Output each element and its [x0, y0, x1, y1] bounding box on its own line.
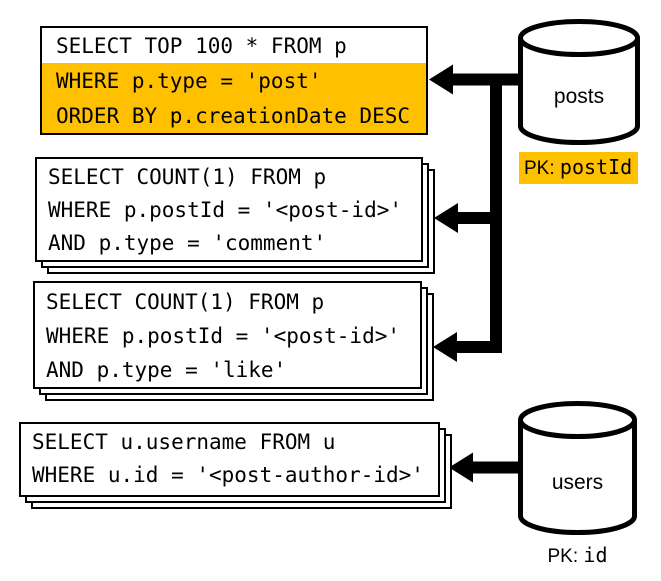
- users-primary-key-label: PK: id: [518, 542, 637, 570]
- pk-prefix: PK:: [524, 158, 560, 179]
- posts-primary-key-badge: PK: postId: [519, 152, 639, 184]
- thick-left-arrow-icon: [429, 64, 518, 362]
- sql-line: SELECT COUNT(1) FROM p: [48, 165, 327, 189]
- pk-prefix: PK:: [547, 546, 584, 567]
- pk-value: postId: [559, 155, 633, 179]
- database-cylinder-icon: [518, 401, 637, 535]
- username-query-box: SELECT u.username FROM u WHERE u.id = '<…: [19, 422, 440, 497]
- sql-line: SELECT COUNT(1) FROM p: [46, 290, 325, 314]
- sql-line: SELECT TOP 100 * FROM p: [56, 33, 347, 58]
- sql-line-highlighted: WHERE p.type = 'post': [42, 63, 426, 98]
- posts-database-label: posts: [553, 85, 605, 108]
- sql-line: AND p.type = 'like': [46, 358, 287, 382]
- sql-line: WHERE u.id = '<post-author-id>': [32, 463, 424, 487]
- sql-line: WHERE p.postId = '<post-id>': [48, 198, 403, 222]
- database-cylinder-icon: [518, 19, 640, 145]
- sql-line-highlighted: ORDER BY p.creationDate DESC: [42, 98, 426, 133]
- thick-left-arrow-icon: [449, 452, 518, 483]
- sql-line: SELECT u.username FROM u: [32, 430, 336, 454]
- top-posts-query-box: SELECT TOP 100 * FROM p WHERE p.type = '…: [40, 26, 428, 135]
- users-database-label: users: [551, 471, 604, 494]
- comment-count-query-box: SELECT COUNT(1) FROM p WHERE p.postId = …: [35, 157, 423, 262]
- like-count-query-box: SELECT COUNT(1) FROM p WHERE p.postId = …: [33, 281, 422, 389]
- sql-line: AND p.type = 'comment': [48, 231, 327, 255]
- pk-value: id: [583, 543, 608, 567]
- sql-line: WHERE p.postId = '<post-id>': [46, 324, 401, 348]
